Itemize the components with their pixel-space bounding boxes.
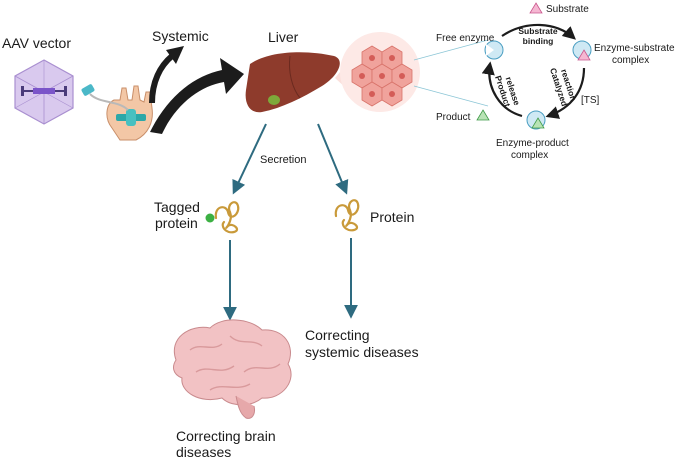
substrate-label: Substrate (546, 4, 589, 15)
liver-icon (245, 52, 340, 113)
product-release-arrow (481, 61, 523, 118)
free-enzyme-label: Free enzyme (436, 33, 495, 44)
secretion-label: Secretion (260, 154, 306, 166)
enzyme-product-complex-icon (526, 110, 546, 130)
catalyzed-reaction-arrow (545, 67, 586, 119)
correcting-systemic-label-2: systemic diseases (305, 344, 419, 360)
brain-icon (173, 319, 292, 419)
tagged-protein-icon (205, 201, 240, 234)
iv-injection-hand-icon (81, 84, 153, 141)
substrate-binding-label-1: Substrate (518, 26, 557, 36)
tagged-protein-label-1: Tagged (154, 199, 200, 215)
enzyme-substrate-complex-icon (572, 40, 592, 61)
correcting-systemic-label-1: Correcting (305, 327, 370, 343)
secretion-arrow-right (317, 123, 349, 195)
substrate-binding-label-2: binding (523, 36, 554, 46)
es-complex-label-1: Enzyme-substrate (594, 43, 675, 54)
correcting-brain-label-1: Correcting brain (176, 428, 276, 444)
liver-label: Liver (268, 29, 299, 45)
secretion-arrow-left (232, 123, 267, 195)
transition-state-label: [TS] (581, 95, 600, 106)
product-label: Product (436, 112, 471, 123)
delivery-to-liver-arrow (150, 58, 244, 134)
product-icon (476, 109, 490, 121)
protein-icon (334, 199, 360, 232)
protein-label: Protein (370, 209, 414, 225)
systemic-arrow (149, 46, 184, 104)
aav-vector-label: AAV vector (2, 35, 71, 51)
ep-complex-label-2: complex (511, 150, 548, 161)
ep-complex-label-1: Enzyme-product (496, 138, 569, 149)
correcting-brain-label-2: diseases (176, 444, 231, 459)
zoom-line-top (413, 39, 489, 61)
substrate-binding-arrow (501, 23, 576, 40)
systemic-label: Systemic (152, 28, 209, 44)
tagged-protein-label-2: protein (155, 215, 198, 231)
hepatocyte-cluster-icon (340, 32, 420, 112)
es-complex-label-2: complex (612, 55, 649, 66)
free-enzyme-icon (484, 40, 504, 60)
substrate-icon (529, 2, 543, 14)
zoom-line-bottom (413, 85, 489, 107)
aav-capsid-icon (14, 59, 74, 125)
